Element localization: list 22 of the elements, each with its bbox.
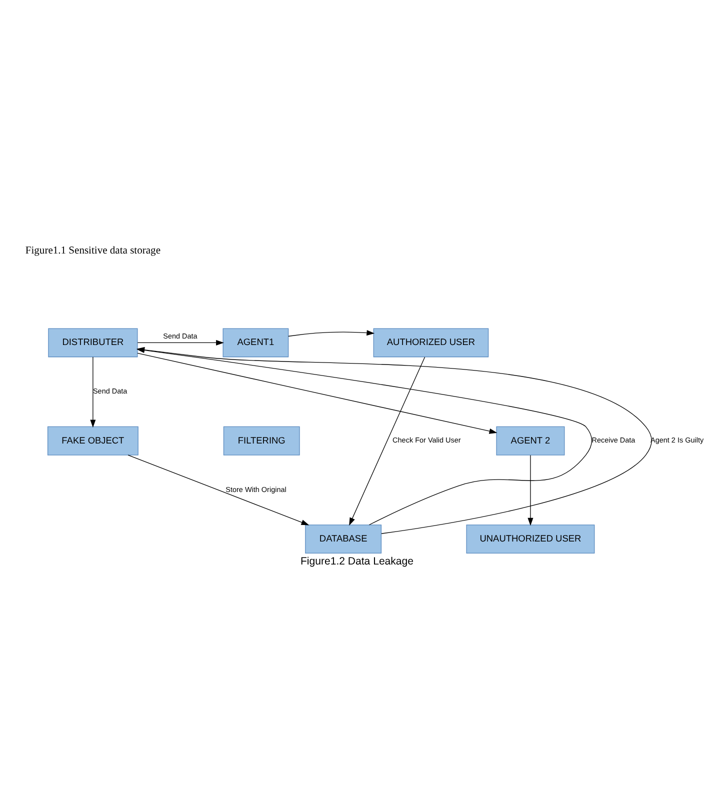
arrow	[137, 340, 224, 346]
node-box: FAKE OBJECT	[47, 426, 138, 456]
edge-label: Store With Original	[226, 484, 286, 494]
node-box: AGENT1	[222, 328, 289, 358]
label: Figure1.1 Sensitive data storage	[25, 245, 160, 256]
arrow	[528, 454, 534, 526]
node-box: AUTHORIZED USER	[373, 328, 489, 358]
node-box: FILTERING	[223, 426, 300, 456]
node-box: DATABASE	[305, 524, 382, 554]
arrow	[90, 356, 96, 428]
edge-label: Send Data	[163, 332, 198, 341]
edge-label: Send Data	[92, 386, 128, 396]
node-box: AGENT 2	[496, 426, 565, 456]
edge-label: Check For Valid User	[392, 436, 461, 445]
arrow	[349, 356, 426, 526]
arrow	[288, 330, 375, 337]
arrow	[128, 454, 310, 526]
edge-label: Receive Data	[592, 436, 636, 445]
node-box: UNAUTHORIZED USER	[466, 524, 595, 554]
arrow	[137, 352, 498, 434]
node-box: DISTRIBUTER	[48, 328, 138, 358]
caption: Figure1.2 Data Leakage	[300, 555, 414, 568]
